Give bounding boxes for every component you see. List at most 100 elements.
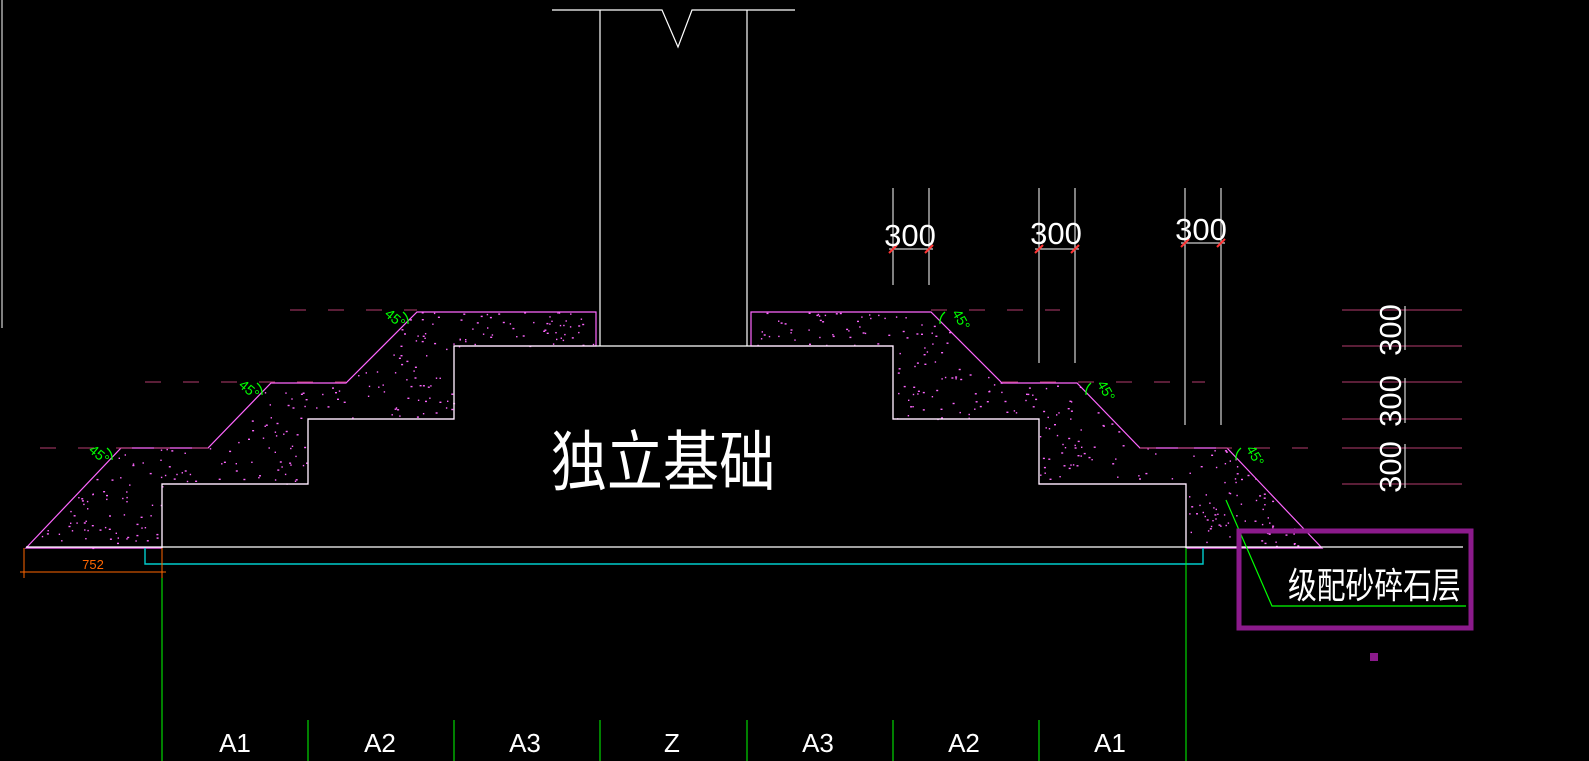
gravel-speckle — [1118, 431, 1121, 433]
gravel-speckle — [367, 395, 370, 397]
gravel-speckle — [1205, 494, 1207, 496]
gravel-speckle — [140, 516, 143, 518]
gravel-speckle — [555, 332, 557, 334]
gravel-speckle — [1074, 444, 1076, 447]
gravel-speckle — [839, 312, 842, 315]
gravel-speckle — [1189, 496, 1191, 498]
gravel-speckle — [316, 407, 318, 409]
horizontal-dimensions: 300 300 300 — [884, 188, 1227, 425]
gravel-speckle — [849, 336, 852, 339]
gravel-speckle — [1080, 455, 1082, 457]
gravel-speckle — [1236, 515, 1238, 517]
gravel-speckle — [1212, 520, 1214, 522]
gravel-speckle — [1058, 412, 1060, 414]
gravel-speckle — [291, 445, 294, 447]
gravel-speckle — [578, 325, 581, 327]
gravel-speckle — [1032, 394, 1034, 396]
gravel-speckle — [126, 538, 128, 540]
gravel-speckle — [73, 515, 76, 517]
gravel-speckle — [136, 523, 139, 526]
gravel-speckle — [47, 530, 49, 532]
gravel-speckle — [235, 470, 238, 472]
gravel-speckle — [549, 323, 551, 325]
gravel-speckle — [415, 340, 418, 342]
gravel-speckle — [109, 515, 111, 517]
gravel-speckle — [1112, 463, 1115, 465]
gravel-speckle — [160, 449, 163, 451]
gravel-speckle — [421, 312, 424, 314]
gravel-speckle — [1000, 382, 1003, 384]
gravel-speckle — [941, 417, 943, 419]
gravel-speckle — [1081, 446, 1083, 448]
gravel-speckle — [398, 357, 401, 359]
gravel-speckle — [1293, 543, 1296, 545]
gravel-speckle — [1259, 495, 1262, 497]
gravel-speckle — [181, 472, 183, 474]
gravel-speckle — [1093, 446, 1096, 448]
gravel-speckle — [902, 330, 905, 333]
gravel-speckle — [421, 319, 424, 321]
gravel-speckle — [465, 340, 467, 343]
gravel-speckle — [132, 463, 135, 465]
gravel-speckle — [304, 446, 307, 449]
gravel-speckle — [955, 376, 958, 378]
gravel-speckle — [463, 313, 466, 315]
cushion-layer[interactable] — [144, 548, 1204, 565]
gravel-speckle — [960, 378, 963, 381]
gravel-speckle — [335, 392, 337, 394]
gravel-speckle — [1262, 508, 1264, 511]
gravel-speckle — [189, 473, 192, 476]
gravel-speckle — [122, 497, 124, 500]
gravel-speckle — [459, 339, 461, 341]
gravel-speckle — [300, 393, 303, 395]
gravel-speckle — [546, 332, 549, 334]
gravel-speckle — [1077, 440, 1080, 443]
gravel-speckle — [332, 387, 334, 389]
gravel-speckle — [83, 503, 85, 506]
gravel-speckle — [824, 314, 827, 317]
gravel-speckle — [382, 384, 384, 386]
gravel-speckle — [425, 400, 427, 403]
gravel-speckle — [877, 343, 880, 345]
gravel-speckle — [1263, 493, 1266, 495]
gravel-speckle — [533, 321, 535, 324]
gravel-speckle — [397, 409, 400, 411]
gravel-speckle — [1061, 452, 1064, 454]
foundation-outline[interactable] — [26, 345, 1463, 548]
gravel-speckle — [899, 352, 901, 355]
gravel-speckle — [146, 540, 149, 542]
column[interactable] — [552, 9, 795, 346]
gravel-speckle — [115, 532, 117, 534]
gravel-speckle — [1255, 499, 1258, 502]
gravel-speckle — [1040, 474, 1042, 476]
gravel-speckle — [941, 352, 944, 354]
grip-marker[interactable] — [1370, 653, 1378, 661]
gravel-speckle — [794, 339, 796, 341]
gravel-speckle — [1285, 534, 1288, 536]
gravel-speckle — [124, 454, 126, 456]
gravel-speckle — [1272, 500, 1275, 503]
gravel-speckle — [1001, 391, 1003, 394]
gravel-speckle — [905, 317, 907, 319]
gravel-speckle — [936, 389, 939, 392]
angle-annotations — [106, 311, 1242, 461]
gravel-speckle — [857, 320, 859, 323]
gravel-speckle — [302, 464, 305, 467]
gravel-speckle — [142, 462, 144, 464]
gravel-speckle — [365, 372, 367, 374]
gravel-speckle — [906, 337, 909, 339]
gravel-speckle — [958, 368, 961, 371]
gravel-speckle — [1255, 478, 1257, 480]
gravel-layer-callout[interactable]: 级配砂碎石层 — [1225, 499, 1474, 661]
gravel-speckle — [1209, 502, 1211, 504]
gravel-speckle — [383, 391, 386, 393]
gravel-speckle — [1048, 428, 1051, 430]
gravel-speckle — [556, 338, 558, 341]
gravel-speckle — [1220, 525, 1222, 527]
gravel-speckle — [58, 533, 61, 535]
gravel-speckle — [439, 401, 442, 403]
gravel-speckle — [949, 331, 952, 334]
gravel-speckle — [761, 331, 763, 333]
